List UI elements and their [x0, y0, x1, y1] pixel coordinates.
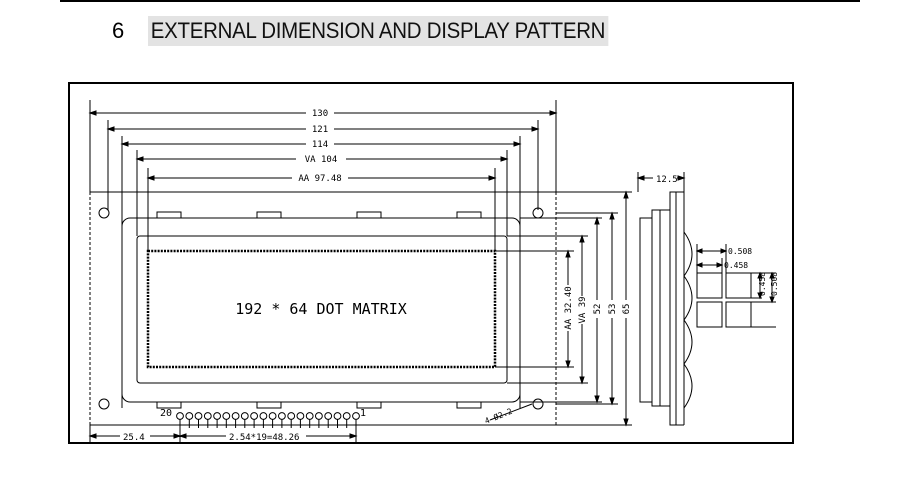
drawing-frame [68, 82, 794, 444]
active-area [146, 249, 497, 369]
pin-pad [176, 412, 184, 420]
dim-aa-97: AA 97.48 [298, 174, 341, 184]
mount-hole-top-left [98, 207, 110, 219]
pin-pad [305, 412, 314, 420]
pin-pad [250, 412, 259, 420]
dim-pitch-0-458-w: 0.458 [724, 261, 748, 270]
section-heading: 6 EXTERNAL DIMENSION AND DISPLAY PATTERN [112, 16, 643, 46]
pin-pad [315, 412, 323, 420]
pin-pad [333, 412, 342, 420]
display-matrix-label: 192 * 64 DOT MATRIX [235, 300, 407, 318]
dim-65: 65 [622, 304, 632, 315]
mount-hole-bottom-right [532, 398, 544, 410]
pin-pad [296, 412, 305, 420]
section-title: EXTERNAL DIMENSION AND DISPLAY PATTERN [148, 16, 608, 46]
pin-pad [268, 412, 277, 420]
dim-pitch-0-508-w: 0.508 [728, 247, 752, 256]
pin-pad [222, 412, 231, 420]
dot-pitch-detail [695, 244, 776, 328]
dim-va-39: VA 39 [578, 296, 588, 323]
dim-pin-pitch: 2.54*19=48.26 [229, 433, 299, 443]
pin-pad [324, 412, 333, 420]
dim-va-104: VA 104 [305, 155, 338, 165]
pin-pad [352, 412, 360, 420]
pin-pad [287, 412, 296, 420]
dim-pitch-0-508-h: 0.508 [770, 272, 779, 296]
side-view [636, 172, 693, 426]
bottom-dims [88, 403, 533, 442]
bezel [121, 211, 521, 409]
pin-header [176, 412, 360, 428]
pin-pad [342, 412, 351, 420]
mount-hole-bottom-left [98, 398, 110, 410]
pin-20-label: 20 [160, 408, 172, 419]
pin-pad [185, 412, 194, 420]
pin-1-label: 1 [360, 408, 366, 419]
dim-121: 121 [312, 125, 328, 135]
dim-pitch-0-458-h: 0.458 [758, 272, 767, 296]
dim-130: 130 [312, 109, 328, 119]
pin-pad [278, 412, 286, 420]
dim-53: 53 [608, 304, 618, 315]
dim-hole: 4-Ø2.2 [483, 406, 514, 426]
pin-pad [203, 412, 212, 420]
pin-pad [194, 412, 203, 420]
pin-pad [259, 412, 268, 420]
dim-aa-32-40: AA 32.40 [564, 286, 574, 329]
section-number: 6 [112, 18, 125, 43]
dim-25-4: 25.4 [123, 433, 145, 443]
pin-pad [240, 412, 249, 420]
dim-114: 114 [312, 140, 328, 150]
pin-pad [231, 412, 240, 420]
dim-12-5: 12.5 [656, 175, 678, 185]
top-rule [60, 0, 860, 2]
dim-52: 52 [593, 304, 603, 315]
pin-pad [213, 412, 222, 420]
